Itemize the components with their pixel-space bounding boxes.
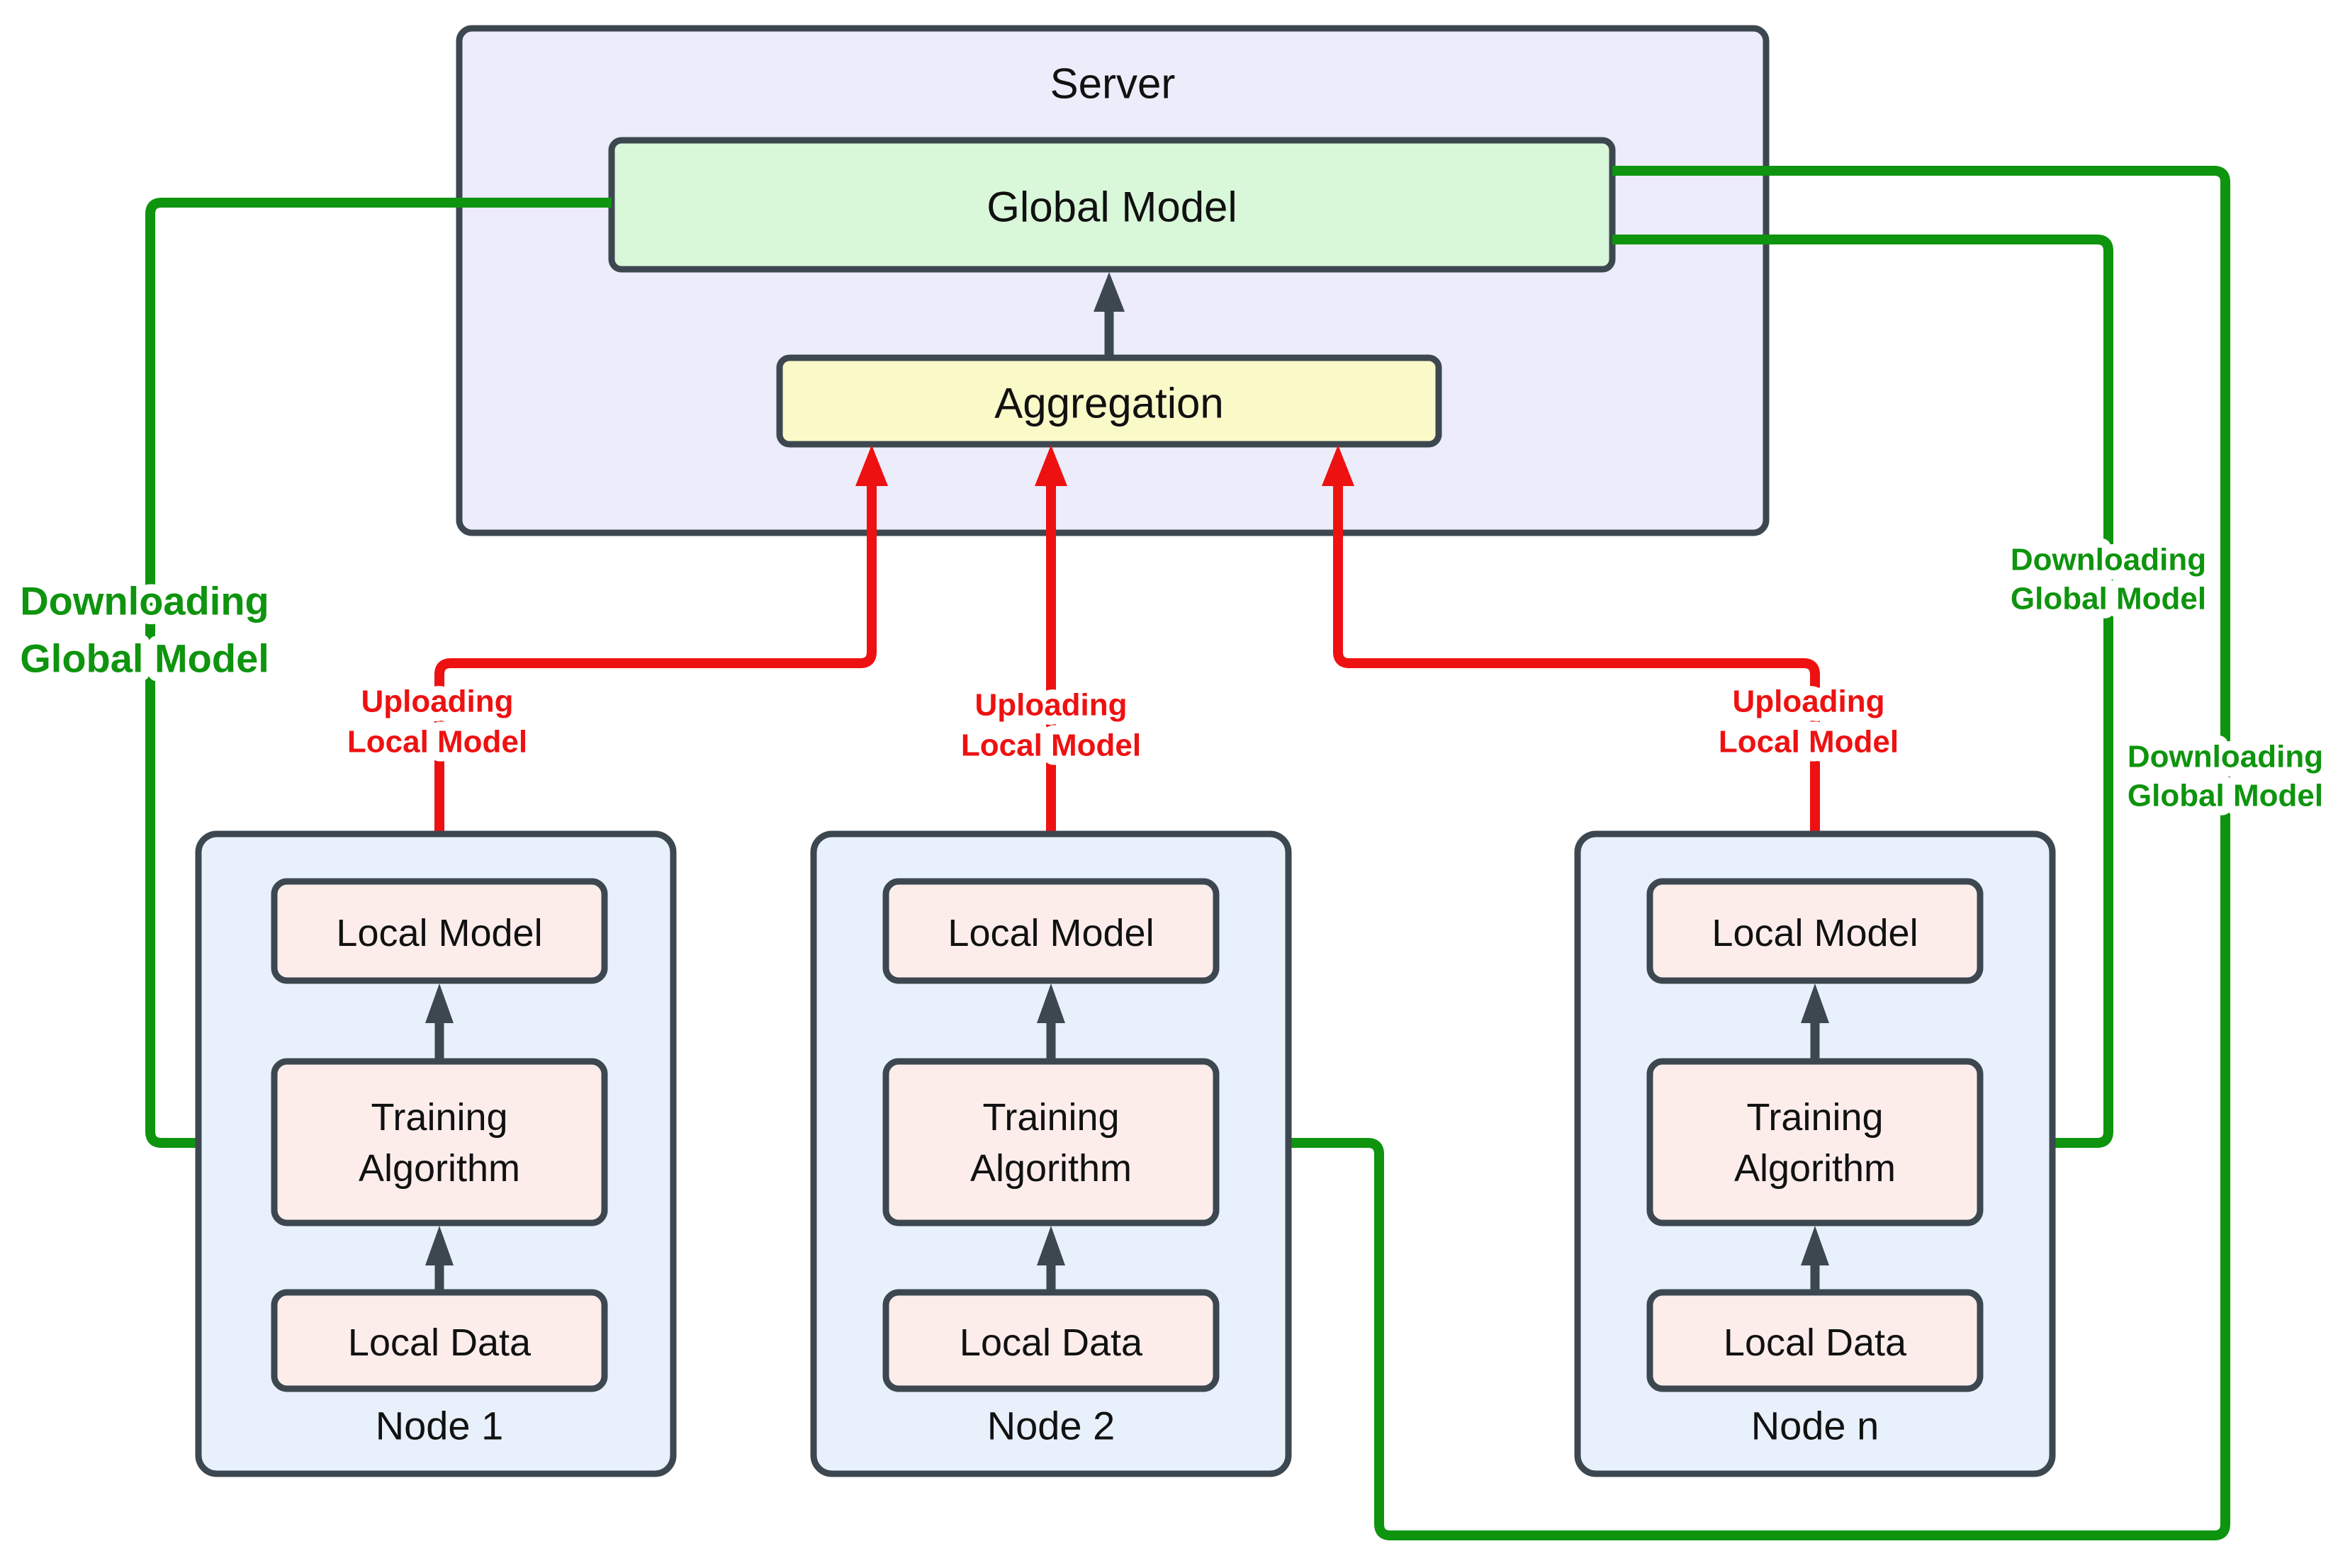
- upload-label-noden: Uploading Local Model: [1709, 675, 1908, 769]
- upload-label-node2-line2: Local Model: [961, 728, 1141, 763]
- download-label-left: Downloading Global Model: [11, 570, 279, 690]
- node1-local-data-label: Local Data: [348, 1321, 532, 1364]
- download-label-left-line2: Global Model: [20, 636, 269, 681]
- node1-group: Local Model Training Algorithm Local Dat…: [195, 830, 677, 1477]
- node2-title: Node 2: [987, 1404, 1115, 1448]
- noden-data-to-training-arrowhead: [1801, 1226, 1829, 1265]
- upload-label-node1-line2: Local Model: [347, 725, 527, 760]
- server-group: Server Global Model Aggregation: [456, 25, 1770, 536]
- upload-edge-noden: [1333, 486, 1820, 881]
- noden-title: Node n: [1751, 1404, 1879, 1448]
- upload-arrowhead-noden: [1322, 445, 1354, 486]
- noden-local-model-box: [1646, 878, 1984, 984]
- node2-training-to-model-arrowhead: [1037, 983, 1065, 1023]
- node2-local-model-label: Local Model: [948, 912, 1154, 954]
- upload-label-noden-line1: Uploading: [1732, 684, 1884, 719]
- node2-local-model-box: [882, 878, 1220, 984]
- noden-local-model-label: Local Model: [1712, 912, 1918, 954]
- server-title: Server: [1050, 60, 1176, 108]
- node1-local-model-label: Local Model: [336, 912, 542, 954]
- noden-training-label-line2: Algorithm: [1734, 1147, 1896, 1190]
- node2-data-to-training-arrowhead: [1037, 1226, 1065, 1265]
- download-edge-noden: [1612, 235, 2113, 1148]
- node1-training-label-line2: Algorithm: [359, 1147, 520, 1190]
- download-label-left-line1: Downloading: [20, 579, 269, 624]
- node2-local-data-label: Local Data: [960, 1321, 1143, 1364]
- node2-training-box: [882, 1058, 1220, 1226]
- download-label-outer-line2: Global Model: [2128, 779, 2323, 813]
- upload-arrowhead-node1: [855, 445, 888, 486]
- download-label-outer-line1: Downloading: [2128, 740, 2323, 774]
- noden-group: Local Model Training Algorithm Local Dat…: [1574, 830, 2056, 1477]
- upload-arrowhead-node2: [1035, 445, 1067, 486]
- node1-title: Node 1: [376, 1404, 504, 1448]
- download-edge-node2: [1257, 166, 2230, 1540]
- node2-training-label-line2: Algorithm: [970, 1147, 1132, 1190]
- aggregation-label: Aggregation: [994, 380, 1224, 427]
- upload-label-noden-line2: Local Model: [1719, 725, 1899, 760]
- noden-training-to-model-arrowhead: [1801, 983, 1829, 1023]
- node1-training-to-model-arrowhead: [425, 983, 454, 1023]
- node2-training-label-line1: Training: [982, 1096, 1119, 1139]
- node2-group: Local Model Training Algorithm Local Dat…: [810, 830, 1292, 1477]
- upload-label-node2-line1: Uploading: [974, 688, 1127, 723]
- global-model-label: Global Model: [987, 184, 1237, 231]
- node1-training-box: [271, 1058, 608, 1226]
- download-edge-node1: [145, 198, 612, 1148]
- noden-training-label-line1: Training: [1746, 1096, 1883, 1139]
- noden-local-data-label: Local Data: [1724, 1321, 1907, 1364]
- upload-edge-node1: [434, 486, 877, 881]
- node1-local-model-box: [271, 878, 608, 984]
- node1-data-to-training-arrowhead: [425, 1226, 454, 1265]
- upload-label-node1-line1: Uploading: [361, 684, 513, 719]
- download-label-inner-line2: Global Model: [2011, 582, 2206, 616]
- download-label-inner-line1: Downloading: [2011, 543, 2206, 577]
- aggregation-to-global-arrowhead: [1094, 272, 1125, 312]
- node1-training-label-line1: Training: [371, 1096, 507, 1139]
- noden-training-box: [1646, 1058, 1984, 1226]
